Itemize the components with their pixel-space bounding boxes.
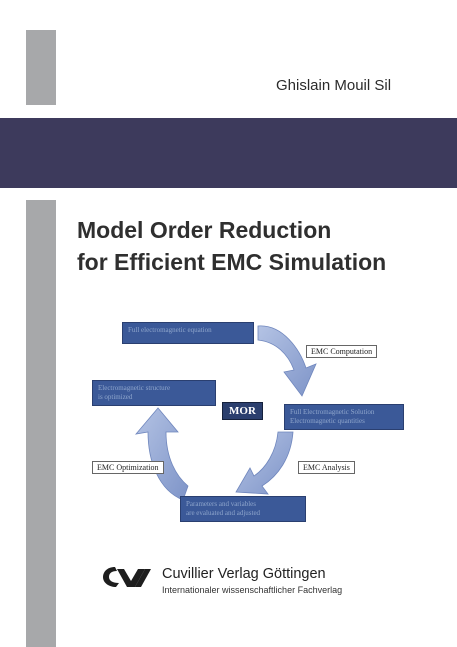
cover-band (0, 118, 457, 188)
arrow-computation (257, 325, 317, 397)
label-emc-computation: EMC Computation (306, 345, 378, 358)
box-parameters-evaluated: Parameters and variables are evaluated a… (180, 496, 306, 522)
book-title-line-2: for Efficient EMC Simulation (77, 249, 387, 275)
mor-label: MOR (222, 402, 263, 420)
label-emc-optimization: EMC Optimization (92, 461, 164, 474)
box-full-equation: Full electromagnetic equation (122, 322, 254, 344)
cycle-arrows (134, 325, 317, 501)
book-title-line-1: Model Order Reduction (77, 217, 332, 243)
decorative-bar-top (26, 30, 56, 105)
box-structure-optimized: Electromagnetic structure is optimized (92, 380, 216, 406)
cuvillier-logo-icon (101, 563, 153, 596)
arrow-analysis (235, 431, 294, 495)
publisher-name: Cuvillier Verlag Göttingen (162, 566, 326, 582)
book-title: Model Order Reduction for Efficient EMC … (77, 214, 386, 278)
mor-cycle-diagram: Full electromagnetic equation Electromag… (88, 310, 450, 530)
arrow-optimization (134, 407, 189, 501)
decorative-bar-side (26, 200, 56, 647)
box-full-solution: Full Electromagnetic Solution Electromag… (284, 404, 404, 430)
label-emc-analysis: EMC Analysis (298, 461, 355, 474)
publisher-tagline: Internationaler wissenschaftlicher Fachv… (162, 585, 343, 595)
author-name: Ghislain Mouil Sil (276, 77, 392, 94)
